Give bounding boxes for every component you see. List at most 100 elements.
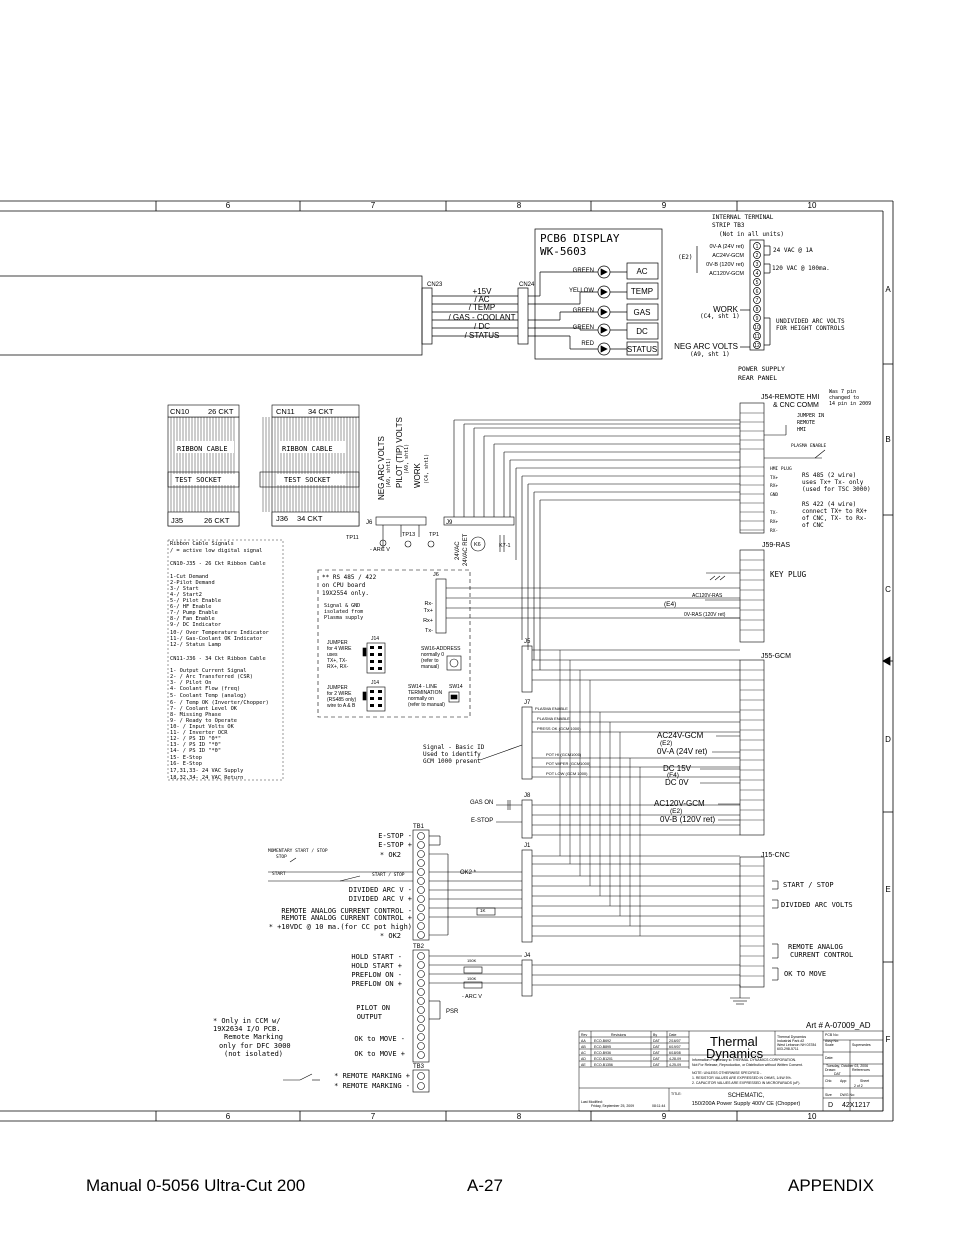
svg-text:8- Missing Phase: 8- Missing Phase bbox=[170, 712, 221, 718]
svg-text:ECO-B936: ECO-B936 bbox=[594, 1051, 611, 1055]
svg-text:5-/ Pilot Enable: 5-/ Pilot Enable bbox=[170, 598, 221, 604]
svg-text:1. RESISTOR VALUES ARE EXPRESS: 1. RESISTOR VALUES ARE EXPRESSED IN OHMS… bbox=[692, 1076, 792, 1080]
svg-text:* OK2: * OK2 bbox=[380, 932, 401, 940]
arc-v-label: - ARC V bbox=[370, 547, 390, 553]
svg-text:JUMPER IN: JUMPER IN bbox=[797, 413, 824, 419]
column-label: 9 bbox=[662, 1112, 667, 1121]
svg-text:HOLD START -: HOLD START - bbox=[351, 953, 402, 961]
svg-text:AE: AE bbox=[581, 1063, 586, 1067]
svg-text:Tx+: Tx+ bbox=[424, 608, 433, 614]
svg-text:DWG No:: DWG No: bbox=[840, 1093, 855, 1097]
tb3-pin: 10 bbox=[754, 325, 760, 331]
psr-label: PSR bbox=[446, 1009, 459, 1015]
svg-text:/ = active low digital signa: / = active low digital signal bbox=[170, 548, 262, 554]
pcb6-model: WK-5603 bbox=[540, 245, 586, 258]
svg-text:Friday, September 25, 2009: Friday, September 25, 2009 bbox=[591, 1104, 634, 1108]
svg-text:0V-A (24V ret): 0V-A (24V ret) bbox=[657, 747, 708, 756]
svg-text:2. CAPACITOR VALUES ARE EXPRES: 2. CAPACITOR VALUES ARE EXPRESSED IN MIC… bbox=[692, 1081, 800, 1085]
j6-j9-connectors: J6 J9 NEG ARC VOLTS (A9, sht1) PILOT (TI… bbox=[346, 417, 740, 670]
svg-text:normally on: normally on bbox=[408, 696, 434, 702]
svg-text:POT HI (GCM1000): POT HI (GCM1000) bbox=[546, 752, 582, 757]
svg-text:References: References bbox=[852, 1068, 870, 1072]
svg-text:Sheet: Sheet bbox=[860, 1079, 869, 1083]
svg-text:uses: uses bbox=[327, 652, 338, 658]
svg-text:8-/ Fan Enable: 8-/ Fan Enable bbox=[170, 616, 215, 622]
svg-text:18,32,34- 24 VAC Return: 18,32,34- 24 VAC Return bbox=[170, 775, 243, 781]
svg-text:GCM 1000 present: GCM 1000 present bbox=[423, 758, 481, 765]
svg-text:KEY PLUG: KEY PLUG bbox=[770, 570, 807, 579]
svg-text:19X2634 I/O PCB.: 19X2634 I/O PCB. bbox=[213, 1025, 280, 1033]
svg-text:11-/ Gas-Coolant OK Indicator: 11-/ Gas-Coolant OK Indicator bbox=[170, 636, 262, 642]
column-label: 7 bbox=[371, 201, 376, 210]
ribbon-cable-label: RIBBON CABLE bbox=[282, 445, 333, 453]
svg-text:DIVIDED ARC V +: DIVIDED ARC V + bbox=[349, 895, 412, 903]
neg-arc-vertical: NEG ARC VOLTS bbox=[377, 436, 386, 500]
test-socket-label: TEST SOCKET bbox=[284, 476, 331, 484]
svg-text:changed to: changed to bbox=[829, 395, 859, 401]
pilot-vertical: PILOT (TIP) VOLTS bbox=[395, 417, 404, 488]
svg-text:Last Modified:: Last Modified: bbox=[581, 1100, 603, 1104]
pcb6-display: PCB6 DISPLAY WK-5603 GREEN YELLOW GREEN … bbox=[528, 228, 663, 360]
svg-text:DAT: DAT bbox=[653, 1045, 661, 1049]
svg-text:Assy No:: Assy No: bbox=[825, 1039, 839, 1043]
svg-text:2- / Arc Transferred (CSR): 2- / Arc Transferred (CSR) bbox=[170, 674, 253, 680]
j5-j7-j8-connectors: J5 J7 J8 GAS ON E-STOP PLASMA ENABLE PLA… bbox=[423, 639, 740, 839]
tp1-label: TP1 bbox=[429, 532, 439, 538]
tb3-e2: (E2) bbox=[678, 254, 692, 261]
svg-text:only for DFC 3000: only for DFC 3000 bbox=[219, 1042, 291, 1050]
svg-text:Date:: Date: bbox=[825, 1056, 833, 1060]
svg-text:POT WIPER (GCM1000): POT WIPER (GCM1000) bbox=[546, 761, 591, 766]
row-label: F bbox=[886, 1035, 891, 1044]
tb1-label: TB1 bbox=[413, 824, 425, 830]
svg-text:Industrial Park #2: Industrial Park #2 bbox=[777, 1039, 804, 1043]
svg-text:Supersedes: Supersedes bbox=[852, 1043, 871, 1047]
svg-text:isolated from: isolated from bbox=[324, 609, 363, 615]
24vac-ret-vertical: 24VAC RET bbox=[463, 533, 469, 566]
column-label: 8 bbox=[517, 1112, 522, 1121]
led-color: RED bbox=[581, 341, 594, 347]
tb3-pin: 2 bbox=[756, 253, 759, 259]
svg-text:AC120V-GCM: AC120V-GCM bbox=[654, 799, 705, 808]
art-number: Art # A-07009_AD bbox=[806, 1021, 871, 1030]
tb3-pin: 1 bbox=[756, 244, 759, 250]
svg-text:9-/ DC Indicator: 9-/ DC Indicator bbox=[170, 622, 221, 628]
tb3-neg-arc-ref: (A9, sht 1) bbox=[690, 351, 730, 358]
svg-text:Ribbon Cable Signals: Ribbon Cable Signals bbox=[170, 541, 234, 547]
svg-text:Signal - Basic ID: Signal - Basic ID bbox=[423, 744, 485, 751]
indicator-labels: AC TEMP GAS DC STATUS bbox=[627, 267, 657, 354]
svg-text:2/16/07: 2/16/07 bbox=[669, 1039, 681, 1043]
svg-text:OK TO MOVE: OK TO MOVE bbox=[784, 970, 826, 978]
sw14-label: SW14 - LINE bbox=[408, 684, 438, 690]
tp13-label: TP13 bbox=[402, 532, 415, 538]
svg-text:E-STOP -: E-STOP - bbox=[378, 832, 412, 840]
k6-label: K6 bbox=[474, 542, 481, 548]
svg-text:Thermal Dynamics: Thermal Dynamics bbox=[777, 1035, 806, 1039]
svg-text:RX+, RX-: RX+, RX- bbox=[327, 664, 349, 670]
r1k-label: 1K bbox=[480, 908, 486, 913]
column-label: 10 bbox=[808, 201, 817, 210]
svg-text:RS 422 (4 wire): RS 422 (4 wire) bbox=[802, 501, 856, 508]
tb3-pin: 6 bbox=[756, 289, 759, 295]
row-label: B bbox=[885, 435, 890, 444]
tb3-work-ref: (C4, sht 1) bbox=[700, 313, 740, 320]
svg-text:Rx-: Rx- bbox=[424, 601, 433, 607]
svg-text:& CNC COMM: & CNC COMM bbox=[773, 402, 819, 409]
arc-v2-label: - ARC V bbox=[462, 994, 482, 1000]
svg-text:AD: AD bbox=[581, 1057, 586, 1061]
svg-text:for 4 WIRE: for 4 WIRE bbox=[327, 646, 352, 652]
svg-text:* REMOTE MARKING -: * REMOTE MARKING - bbox=[334, 1082, 410, 1090]
svg-text:ECO-B1201: ECO-B1201 bbox=[594, 1057, 613, 1061]
tb2-label: TB2 bbox=[413, 944, 425, 950]
tb1-strip: TB1 E-STOP - E-STOP + * OK2 DIVIDED ARC … bbox=[268, 824, 533, 943]
svg-text:19X2554 only.: 19X2554 only. bbox=[322, 590, 369, 597]
cn10-ckt: 26 CKT bbox=[208, 407, 234, 416]
e-stop-label: E-STOP bbox=[471, 818, 493, 824]
svg-text:uses Tx+ Tx- only: uses Tx+ Tx- only bbox=[802, 479, 864, 486]
j5-label: J5 bbox=[524, 639, 531, 645]
tb3-bottom-label: TB3 bbox=[413, 1064, 425, 1070]
power-supply-label: POWER SUPPLY REAR PANEL bbox=[738, 365, 785, 382]
title-block: Thermal Dynamics Rev Revisions By Date A… bbox=[578, 1030, 884, 1112]
svg-text:DIVIDED ARC V -: DIVIDED ARC V - bbox=[349, 886, 412, 894]
svg-text:DAT: DAT bbox=[834, 1072, 842, 1076]
svg-text:OK to MOVE +: OK to MOVE + bbox=[354, 1050, 405, 1058]
